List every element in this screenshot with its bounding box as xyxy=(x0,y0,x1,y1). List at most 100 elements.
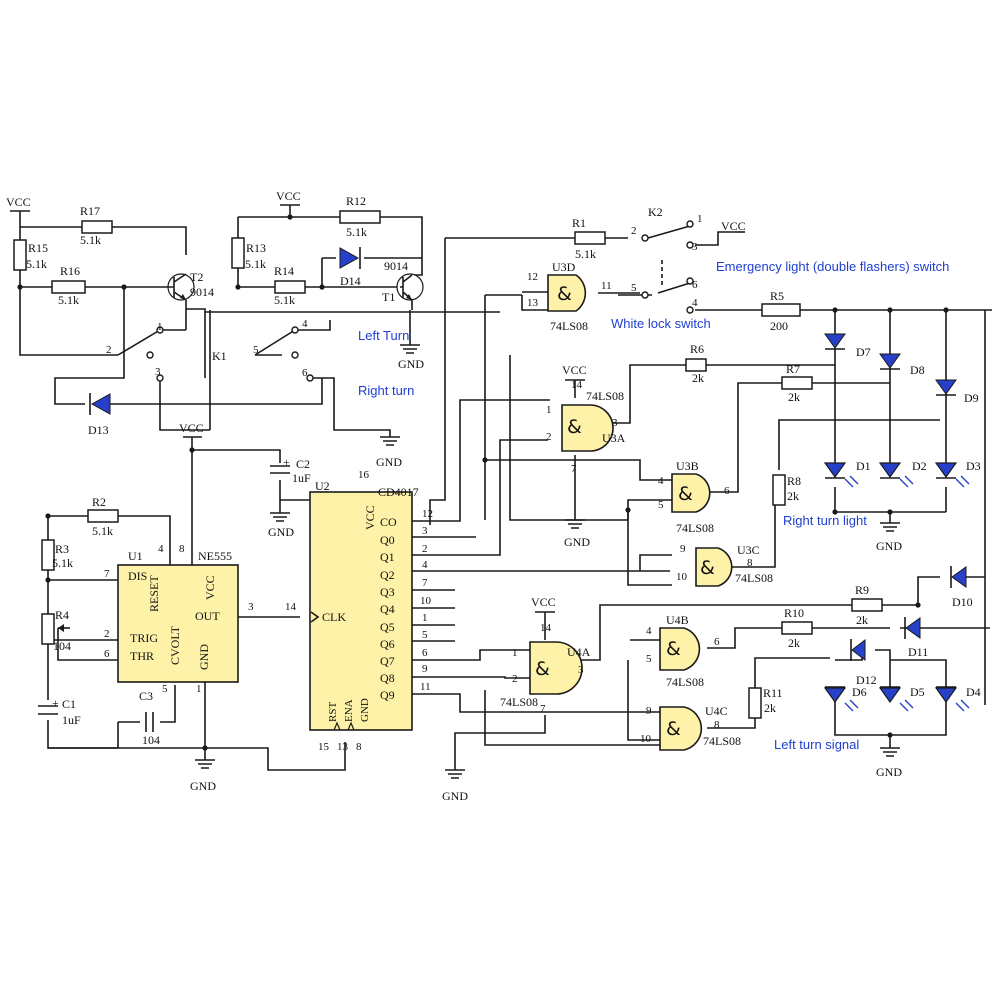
svg-text:D13: D13 xyxy=(88,423,109,437)
svg-text:GND: GND xyxy=(442,789,468,803)
svg-text:GND: GND xyxy=(190,779,216,793)
svg-text:3: 3 xyxy=(578,664,584,676)
svg-text:10: 10 xyxy=(420,595,432,607)
svg-text:R17: R17 xyxy=(80,204,100,218)
svg-text:6: 6 xyxy=(692,279,698,291)
svg-text:Q2: Q2 xyxy=(380,568,395,582)
svg-text:6: 6 xyxy=(422,647,428,659)
gate-u4c: & U4C 74LS08 9 10 8 xyxy=(640,704,741,751)
vcc-symbol: VCC xyxy=(276,189,301,206)
svg-text:GND: GND xyxy=(564,535,590,549)
svg-text:Q5: Q5 xyxy=(380,620,395,634)
svg-text:4: 4 xyxy=(692,297,698,309)
svg-text:9: 9 xyxy=(422,663,428,675)
svg-text:2k: 2k xyxy=(787,489,799,503)
resistor-r2: R25.1k xyxy=(87,495,119,538)
led-d5: D5 xyxy=(878,685,925,712)
resistor-r3: R35.1k xyxy=(41,539,73,571)
svg-text:GND: GND xyxy=(398,357,424,371)
svg-text:GND: GND xyxy=(268,525,294,539)
svg-text:D12: D12 xyxy=(856,673,877,687)
gnd-symbol: GND xyxy=(268,500,294,539)
svg-text:6: 6 xyxy=(714,636,720,648)
svg-text:R15: R15 xyxy=(28,241,48,255)
svg-text:104: 104 xyxy=(53,639,71,653)
svg-text:D11: D11 xyxy=(908,645,928,659)
svg-text:T1: T1 xyxy=(382,290,395,304)
svg-text:R13: R13 xyxy=(246,241,266,255)
svg-text:16: 16 xyxy=(358,469,370,481)
svg-text:R3: R3 xyxy=(55,542,69,556)
svg-text:2k: 2k xyxy=(764,701,776,715)
svg-text:U3B: U3B xyxy=(676,459,699,473)
svg-text:GND: GND xyxy=(197,644,211,670)
switch-k2[interactable]: K2 1 2 3 5 6 4 xyxy=(631,205,703,314)
svg-text:TRIG: TRIG xyxy=(130,631,158,645)
svg-text:U4C: U4C xyxy=(705,704,728,718)
svg-text:U3A: U3A xyxy=(602,431,626,445)
svg-text:1: 1 xyxy=(546,404,552,416)
svg-text:U1: U1 xyxy=(128,549,143,563)
svg-text:U2: U2 xyxy=(315,479,330,493)
svg-text:13: 13 xyxy=(337,741,349,753)
svg-text:4: 4 xyxy=(658,475,664,487)
diode-d11: D11 xyxy=(904,617,928,659)
svg-text:2k: 2k xyxy=(788,636,800,650)
svg-text:R6: R6 xyxy=(690,342,704,356)
svg-text:+: + xyxy=(52,696,59,710)
svg-text:5.1k: 5.1k xyxy=(92,524,113,538)
svg-text:1uF: 1uF xyxy=(292,471,311,485)
svg-text:VCC: VCC xyxy=(721,219,746,233)
svg-text:2k: 2k xyxy=(856,613,868,627)
gate-u3d: & U3D 74LS08 12 13 11 xyxy=(527,260,612,333)
svg-text:&: & xyxy=(557,283,572,305)
svg-text:CVOLT: CVOLT xyxy=(168,625,182,665)
svg-text:14: 14 xyxy=(571,379,583,391)
annotation-left-turn: Left Turn xyxy=(358,328,409,343)
vcc-symbol: VCC xyxy=(562,363,587,381)
svg-text:D8: D8 xyxy=(910,363,925,377)
svg-text:2: 2 xyxy=(106,344,112,356)
svg-text:DIS: DIS xyxy=(128,569,147,583)
svg-text:D1: D1 xyxy=(856,459,871,473)
gate-u3c: & U3C 74LS08 9 10 8 xyxy=(676,543,773,587)
switch-k1[interactable]: 1 2 3 4 5 6 K1 xyxy=(106,318,314,382)
svg-text:C2: C2 xyxy=(296,457,310,471)
led-d2: D2 xyxy=(878,459,927,488)
svg-text:4: 4 xyxy=(158,543,164,555)
svg-text:D9: D9 xyxy=(964,391,979,405)
svg-text:2k: 2k xyxy=(788,390,800,404)
svg-text:104: 104 xyxy=(142,733,160,747)
svg-text:7: 7 xyxy=(571,463,577,475)
svg-text:CLK: CLK xyxy=(322,610,346,624)
svg-text:Q0: Q0 xyxy=(380,533,395,547)
svg-text:D5: D5 xyxy=(910,685,925,699)
svg-text:15: 15 xyxy=(318,741,330,753)
svg-text:VCC: VCC xyxy=(531,595,556,609)
svg-text:U3D: U3D xyxy=(552,260,576,274)
svg-text:GND: GND xyxy=(876,539,902,553)
svg-text:4: 4 xyxy=(422,559,428,571)
svg-text:5: 5 xyxy=(422,629,428,641)
svg-text:R11: R11 xyxy=(763,686,783,700)
svg-text:5.1k: 5.1k xyxy=(58,293,79,307)
svg-text:T2: T2 xyxy=(190,270,203,284)
junctions xyxy=(17,214,949,751)
svg-text:7: 7 xyxy=(422,577,428,589)
annotation-right-turn-light: Right turn light xyxy=(783,513,867,528)
svg-text:7: 7 xyxy=(540,703,546,715)
annotation-emergency-switch: Emergency light (double flashers) switch xyxy=(716,259,949,274)
svg-text:OUT: OUT xyxy=(195,609,220,623)
svg-text:200: 200 xyxy=(770,319,788,333)
svg-text:12: 12 xyxy=(422,508,433,520)
vcc-symbol: VCC xyxy=(721,219,746,233)
svg-text:1: 1 xyxy=(157,321,163,333)
svg-text:9014: 9014 xyxy=(384,259,408,273)
gate-u3a: & U3A 74LS08 1 2 3 14 7 xyxy=(546,379,626,475)
